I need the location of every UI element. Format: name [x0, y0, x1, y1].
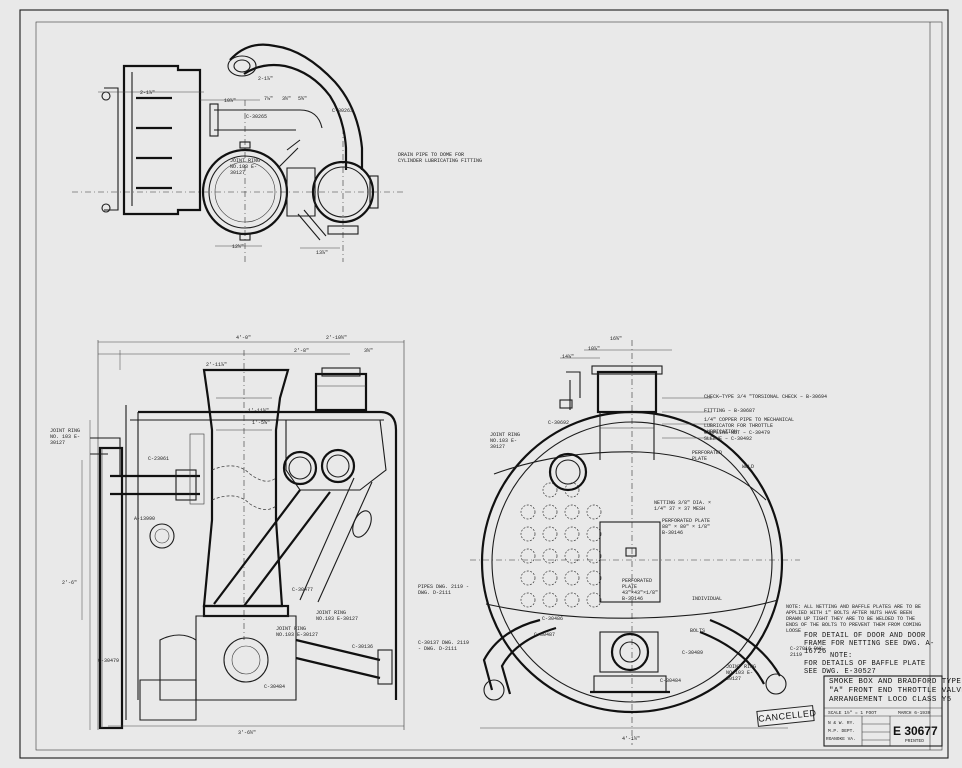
label-c30484: C-30484: [264, 684, 286, 690]
label-sleeve: SLEEVE – C-30492: [704, 436, 753, 442]
dim-side-3: 2'-10½": [326, 335, 348, 341]
label-c27016: C-27016 DWG. 2119: [790, 646, 827, 658]
dim-side-4: 3½": [364, 348, 374, 354]
side-elevation-view: [81, 340, 405, 730]
label-perf-plate-2: PERFORATED PLATE 88" × 80" × 1/8" B-3014…: [662, 518, 711, 536]
scale-text: SCALE 1½" = 1 FOOT: [828, 711, 877, 716]
end-elevation-view: [470, 340, 800, 745]
label-fitting-note: DRAIN PIPE TO DOME FOR CYLINDER LUBRICAT…: [398, 152, 483, 164]
label-a13990: A-13990: [134, 516, 156, 522]
baffle-plate-note: FOR DETAILS OF BAFFLE PLATE SEE DWG. E-3…: [804, 660, 926, 676]
label-c23061: C-23061: [148, 456, 170, 462]
dim-top-8: 13⅞": [316, 250, 329, 256]
dim-side-8: 2'-6": [62, 580, 78, 586]
label-joint-ring-bot2: JOINT RING NO.103 E-30127: [276, 626, 319, 638]
title-block-frame: [823, 675, 943, 747]
dim-side-9: 3'-6½": [238, 730, 257, 736]
label-c30486: C-30486: [542, 616, 564, 622]
drawing-border: [35, 21, 943, 751]
label-weld: WELD: [742, 464, 755, 470]
label-fitting-b: FITTING – B-30687: [704, 408, 756, 414]
label-c30489: C-30489: [682, 650, 704, 656]
dim-top-3: 2-1⅞": [258, 76, 274, 82]
welding-note: NOTE: ALL NETTING AND BAFFLE PLATES ARE …: [786, 604, 922, 634]
label-perf-plate-3: PERFORATED PLATE 43"×43"×1/8" B-30146: [622, 578, 659, 602]
label-c30137: C-30137 DWG. 2119 - DWG. D-2111: [418, 640, 470, 652]
label-coupling: COUPLING NUT – C-30479: [704, 430, 771, 436]
dim-top-2: 10⅞": [224, 98, 237, 104]
label-joint-ring-lr: JOINT RING NO.103 E-30127: [726, 664, 757, 682]
label-c30479: C-30479: [98, 658, 120, 664]
dim-end-1: 10⅞": [588, 346, 601, 352]
dim-side-2: 2'-8": [294, 348, 310, 354]
label-c30487: C-30487: [534, 632, 556, 638]
label-pipes-note: PIPES DWG. 2119 - DWG. D-2111: [418, 584, 470, 596]
label-joint-ring-bot: JOINT RING NO.103 E-30127: [316, 610, 359, 622]
location-text: ROANOKE VA.: [826, 737, 856, 742]
sheet-border: [19, 9, 949, 759]
dim-top-7: 12½": [232, 244, 245, 250]
netting-holes: [520, 482, 602, 608]
railway-text: N & W. RY.: [828, 721, 856, 726]
dim-top-5: 3½": [282, 96, 292, 102]
label-c30265: C-30265: [246, 114, 268, 120]
department-text: M.P. DEPT.: [828, 729, 856, 734]
dim-end-2: 14⅜": [562, 354, 575, 360]
door-frame-note: FOR DETAIL OF DOOR AND DOOR FRAME FOR NE…: [804, 632, 935, 656]
label-c30692: C-30692: [548, 420, 570, 426]
dim-side-5: 2'-11⅞": [206, 362, 228, 368]
title-line-2: "A" FRONT END THROTTLE VALVE: [829, 687, 962, 695]
dim-end-4: 4'-1½": [622, 736, 641, 742]
label-perforated-plate: PERFORATED PLATE: [692, 450, 723, 462]
drawing-number: E 30677: [893, 724, 938, 738]
label-c30263: C-30263: [332, 108, 354, 114]
label-individual: INDIVIDUAL: [692, 596, 723, 602]
baffle-note-head: NOTE:: [830, 652, 853, 660]
label-netting: NETTING 3/8" DIA. × 1/4" 37 × 37 MESH: [654, 500, 712, 512]
label-c30477: C-30477: [292, 587, 314, 593]
printed-text: PRINTED: [905, 739, 924, 744]
title-line-1: SMOKE BOX AND BRADFORD TYPE: [829, 678, 962, 686]
title-line-3: ARRANGEMENT LOCO CLASS Y5: [829, 696, 952, 704]
label-check-note: CHECK—TYPE 3/4 "TORSIONAL CHECK – B-3069…: [704, 394, 828, 400]
label-bolts: BOLTS: [690, 628, 706, 634]
dim-top-4: 7⅛": [264, 96, 274, 102]
date-text: MARCH 6-1930: [898, 711, 931, 716]
dim-top-1: 2-1⅞": [140, 90, 156, 96]
dim-side-1: 4'-0": [236, 335, 252, 341]
plan-view: [72, 43, 405, 262]
label-joint-ring-a: JOINT RING NO.103 E-30127: [230, 158, 261, 176]
label-joint-ring-right: JOINT RING NO.103 E-30127: [490, 432, 521, 450]
dim-end-3: 16¾": [610, 336, 623, 342]
label-c30136: C-30136: [352, 644, 374, 650]
label-lub-note: 1/4" COPPER PIPE TO MECHANICAL LUBRICATO…: [704, 417, 795, 435]
label-c30484b: C-30484: [660, 678, 682, 684]
dim-side-7: 1'-5⅝": [252, 420, 271, 426]
dim-side-6: 1'-11½": [248, 408, 270, 414]
label-joint-ring-left: JOINT RING NO. 103 E-30127: [50, 428, 81, 446]
dim-top-6: 5¾": [298, 96, 308, 102]
